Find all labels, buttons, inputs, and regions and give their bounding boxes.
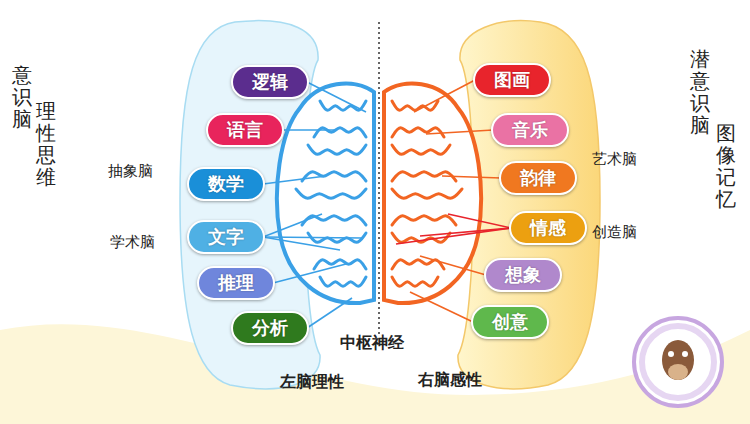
topic-pill: 推理 (197, 266, 275, 300)
left-gyri (296, 101, 366, 286)
topic-pill: 情感 (509, 211, 587, 245)
topic-text: 韵律 (520, 166, 556, 190)
center-line (378, 22, 380, 335)
topic-pill: 图画 (473, 63, 551, 97)
topic-pill: 创意 (471, 305, 549, 339)
region-label: 艺术脑 (592, 150, 637, 169)
topic-pill: 数学 (187, 167, 265, 201)
topic-text: 推理 (218, 271, 254, 295)
region-label: 右脑感性 (418, 370, 482, 391)
topic-text: 语言 (227, 118, 263, 142)
topic-text: 情感 (530, 216, 566, 240)
topic-text: 音乐 (512, 118, 548, 142)
leader-lines (263, 80, 511, 328)
side-title: 意识脑 (12, 64, 32, 130)
topic-pill: 文字 (187, 220, 265, 254)
side-title: 潜意识脑 (690, 48, 710, 136)
region-label: 创造脑 (592, 223, 637, 242)
topic-text: 图画 (494, 68, 530, 92)
topic-pill: 韵律 (499, 161, 577, 195)
topic-pill: 逻辑 (231, 65, 309, 99)
topic-pill: 音乐 (491, 113, 569, 147)
region-label: 左脑理性 (280, 372, 344, 393)
region-label: 中枢神经 (340, 333, 404, 354)
side-title: 图像记忆 (716, 122, 736, 210)
topic-pill: 想象 (484, 258, 562, 292)
topic-text: 文字 (208, 225, 244, 249)
topic-text: 分析 (252, 316, 288, 340)
topic-pill: 语言 (206, 113, 284, 147)
topic-pill: 分析 (231, 311, 309, 345)
topic-text: 想象 (505, 263, 541, 287)
topic-text: 逻辑 (252, 70, 288, 94)
topic-text: 创意 (492, 310, 528, 334)
topic-text: 数学 (208, 172, 244, 196)
side-title: 理性思维 (36, 100, 56, 188)
watermark-logo (634, 318, 722, 406)
region-label: 抽象脑 (108, 162, 153, 181)
region-label: 学术脑 (110, 233, 155, 252)
